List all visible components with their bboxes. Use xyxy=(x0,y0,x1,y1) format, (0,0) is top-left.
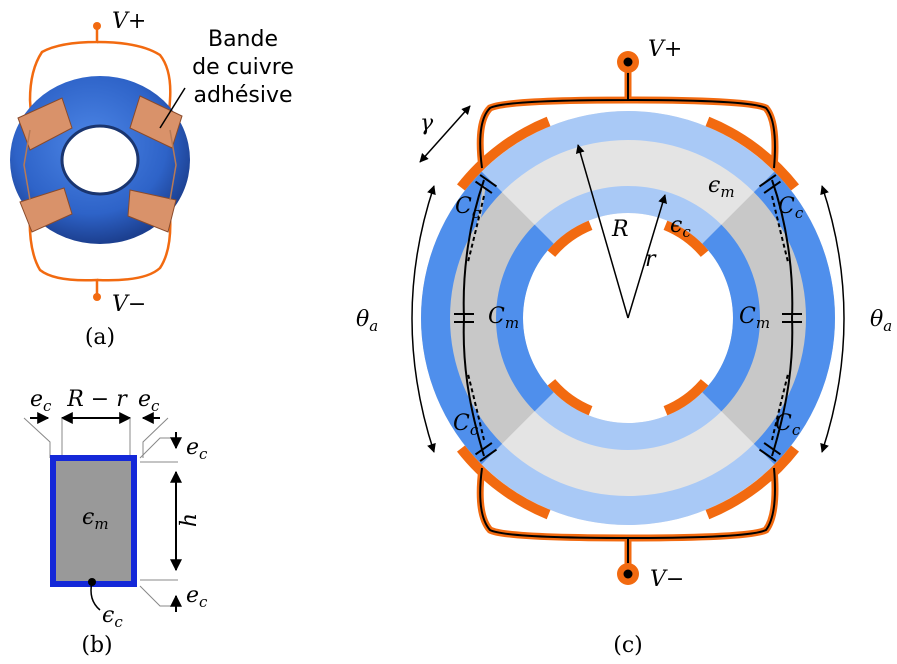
c-circuit-left xyxy=(462,179,485,457)
panel-a-tag: (a) xyxy=(85,325,115,350)
c-capacitor-cm-right xyxy=(782,313,802,323)
c-cm-left: Cm xyxy=(488,304,519,332)
c-inner-band-left xyxy=(496,224,554,412)
copper-label-pointer xyxy=(159,87,186,129)
c-electrode-inner-tr xyxy=(663,220,709,257)
c-v-plus: V+ xyxy=(648,37,682,62)
wire-bottom-right xyxy=(96,214,172,282)
c-gamma: γ xyxy=(420,111,434,136)
c-eps-m: ϵm xyxy=(708,173,735,201)
c-cc-top-right: Cc xyxy=(778,194,804,222)
panel-b-tag: (b) xyxy=(81,633,112,658)
c-inner-band-top xyxy=(534,186,722,244)
c-electrode-outer-tr xyxy=(705,116,799,191)
b-h: h xyxy=(177,513,202,527)
c-wire-top xyxy=(479,64,776,169)
c-inner-band-bottom xyxy=(534,392,722,450)
c-electrode-outer-br xyxy=(705,445,799,520)
c-electrode-inner-tl xyxy=(547,220,593,257)
c-electrode-outer-bl xyxy=(457,445,551,520)
b-ec-side-top: ec xyxy=(186,435,208,463)
c-gamma-arrow xyxy=(419,105,471,163)
panel-b: ec R − r ec ϵm ϵc ec h ec (b) xyxy=(23,387,208,658)
c-wire-bottom xyxy=(479,467,776,572)
cross-section-border xyxy=(50,455,137,587)
c-theta-left: θa xyxy=(356,307,378,335)
terminal-v-minus-a xyxy=(93,293,101,301)
c-electrode-inner-bl xyxy=(547,379,593,416)
panel-a: Bande de cuivre adhésive V+ V− (a) xyxy=(10,9,294,350)
c-r-label: r xyxy=(645,247,657,272)
c-theta-arrow-left xyxy=(411,185,436,453)
c-capacitor-cc-tl xyxy=(474,174,498,194)
c-terminal-v-plus-dot xyxy=(623,57,633,67)
c-radius-R-arrow xyxy=(575,144,629,319)
wire-bottom xyxy=(28,209,99,296)
c-cc-bottom-right: Cc xyxy=(775,411,801,439)
terminal-v-plus-a xyxy=(93,22,101,30)
v-plus-label-a: V+ xyxy=(112,9,146,34)
c-outer-band-right xyxy=(753,171,835,465)
c-outer-band-top xyxy=(481,111,775,193)
wire-top-right xyxy=(96,40,172,131)
c-cc-top-left: Cc xyxy=(455,194,481,222)
b-ec-top-right: ec xyxy=(138,387,160,415)
panel-c-tag: (c) xyxy=(613,633,643,658)
c-R-label: R xyxy=(611,217,629,242)
c-theta-right: θa xyxy=(870,307,892,335)
copper-strips xyxy=(17,95,183,233)
v-minus-label-a: V− xyxy=(112,292,146,317)
c-eps-c: ϵc xyxy=(670,213,691,241)
c-electrode-inner-br xyxy=(663,379,709,416)
b-ec-top-left: ec xyxy=(30,387,52,415)
torus-hole-shadow xyxy=(60,124,140,196)
c-radius-r-arrow xyxy=(627,194,667,319)
b-eps-c-pointer xyxy=(90,581,101,611)
c-capacitor-cc-bl xyxy=(474,442,498,462)
c-circuit-right xyxy=(771,179,794,457)
wire-top xyxy=(28,28,99,131)
b-eps-m: ϵm xyxy=(82,505,109,533)
c-cc-bottom-left: Cc xyxy=(453,411,479,439)
b-eps-c: ϵc xyxy=(102,603,123,631)
b-r-diff: R − r xyxy=(66,387,128,412)
b-ec-side-bottom: ec xyxy=(186,583,208,611)
c-v-minus: V− xyxy=(650,567,684,592)
c-cm-right: Cm xyxy=(739,304,770,332)
c-terminal-v-minus-dot xyxy=(623,569,633,579)
c-theta-arrow-right xyxy=(820,185,845,453)
panel-c-labels: V+ V− γ θa θa R r ϵm ϵc Cc Cc Cm Cm Cc C… xyxy=(356,37,892,658)
c-electrode-outer-tl xyxy=(457,116,551,191)
copper-label-line2: de cuivre xyxy=(192,55,294,80)
c-outer-band-left xyxy=(421,171,503,465)
copper-label-line3: adhésive xyxy=(193,83,292,108)
c-capacitor-cm-left xyxy=(454,313,474,323)
panel-c xyxy=(411,51,845,585)
copper-label-line1: Bande xyxy=(208,27,278,52)
c-capacitor-cc-br xyxy=(758,442,782,462)
c-capacitor-cc-tr xyxy=(758,174,782,194)
c-inner-band-right xyxy=(702,224,761,412)
c-outer-band-bottom xyxy=(481,443,775,525)
